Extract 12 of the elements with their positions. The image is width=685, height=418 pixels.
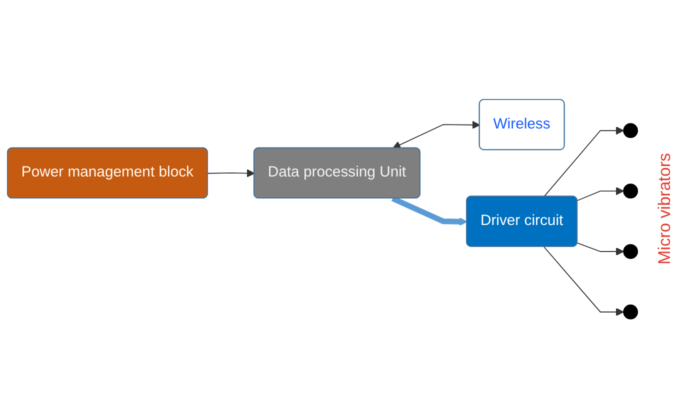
arrow [544, 126, 624, 197]
arrow [577, 242, 624, 256]
arrow [207, 168, 255, 178]
arrow [392, 120, 480, 148]
node-circle [623, 183, 638, 198]
node-circle [623, 244, 638, 259]
arrow [544, 246, 624, 316]
arrow [577, 186, 624, 201]
side-label: Micro vibrators [655, 153, 675, 265]
arrow [391, 196, 468, 226]
node-circle [623, 122, 638, 138]
node-circle [623, 304, 638, 320]
